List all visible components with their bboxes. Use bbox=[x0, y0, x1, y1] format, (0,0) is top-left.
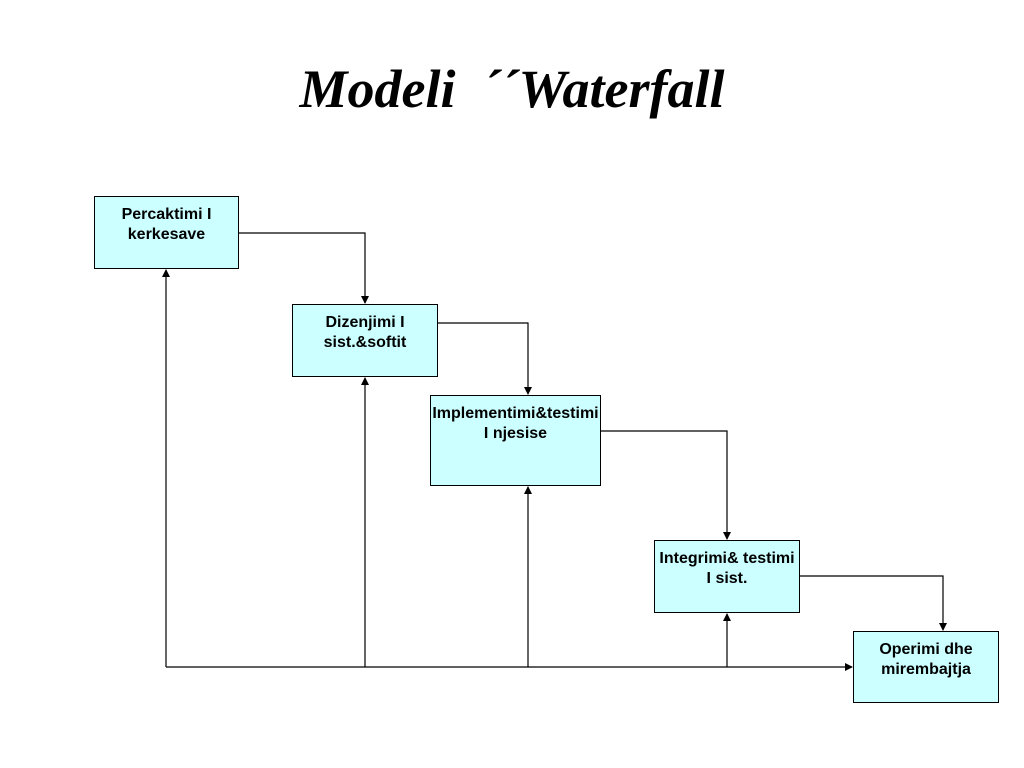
forward-arrow-des-to-impl bbox=[438, 322, 532, 395]
phase-box-integration: Integrimi& testimi I sist. bbox=[654, 540, 800, 613]
phase-label-integration: Integrimi& testimi I sist. bbox=[659, 550, 795, 587]
forward-arrow-impl-to-int bbox=[601, 430, 731, 540]
phase-label-requirements: Percaktimi I kerkesave bbox=[121, 206, 212, 243]
phase-label-design: Dizenjimi I sist.&softit bbox=[323, 314, 407, 351]
phase-box-design: Dizenjimi I sist.&softit bbox=[292, 304, 438, 377]
phase-box-operation: Operimi dhe mirembajtja bbox=[853, 631, 999, 703]
slide-title: Modeli ´´Waterfall bbox=[299, 59, 725, 119]
phase-box-implementation: Implementimi&testimi I njesise bbox=[430, 395, 601, 486]
phase-box-requirements: Percaktimi I kerkesave bbox=[94, 196, 239, 269]
phase-label-implementation: Implementimi&testimi I njesise bbox=[432, 405, 599, 442]
forward-arrow-req-to-des bbox=[239, 232, 369, 304]
phase-label-operation: Operimi dhe mirembajtja bbox=[879, 641, 973, 678]
forward-arrow-int-to-op bbox=[800, 575, 947, 631]
